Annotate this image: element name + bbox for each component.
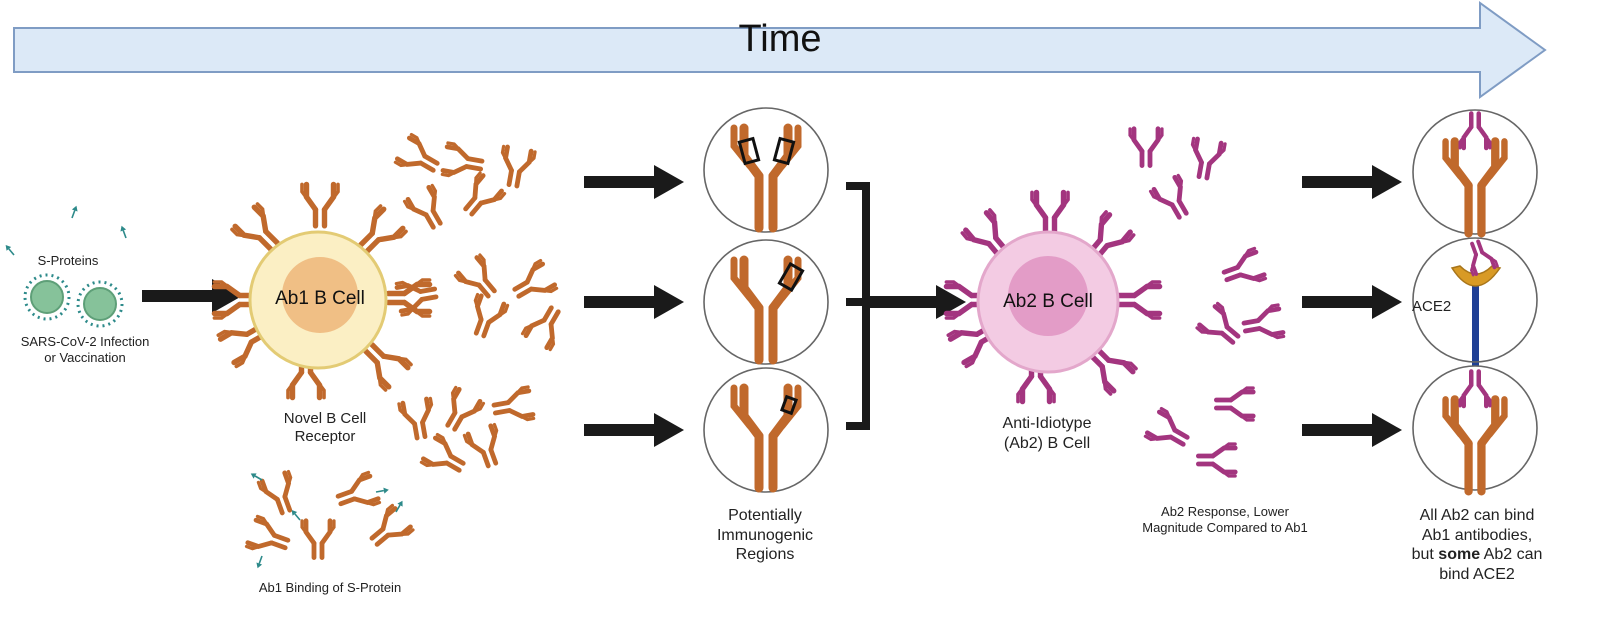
arrow-to-region-3 bbox=[584, 413, 684, 447]
receptor-label-line2: Receptor bbox=[294, 428, 356, 446]
s-proteins-label: S-Proteins bbox=[37, 253, 99, 268]
outcome-circle-3 bbox=[1412, 365, 1538, 491]
note-line3-bold: some bbox=[1438, 546, 1481, 564]
ab1-antibodies-free bbox=[395, 135, 568, 481]
anti-idiotype-label-line1: Anti-Idiotype bbox=[1002, 415, 1092, 432]
arrow-to-outcome-2 bbox=[1302, 285, 1402, 319]
time-label: Time bbox=[738, 18, 822, 60]
regions-label: Potentially Immunogenic Regions bbox=[690, 506, 840, 565]
note-line3-post: Ab2 can bbox=[1480, 546, 1543, 564]
regions-label-line2: Immunogenic bbox=[716, 526, 814, 544]
virus-icon bbox=[23, 273, 71, 321]
anti-idiotype-label-line2: (Ab2) B Cell bbox=[1003, 434, 1091, 452]
ab2-response-label: Ab2 Response, Lower Magnitude Compared t… bbox=[1100, 504, 1350, 536]
note-line4: bind ACE2 bbox=[1439, 565, 1515, 583]
ace2-stem bbox=[1472, 280, 1479, 368]
ab1-binding-label: Ab1 Binding of S-Protein bbox=[258, 580, 402, 595]
immunogenic-region-1 bbox=[703, 107, 829, 233]
ab2-antibodies-free bbox=[1130, 129, 1284, 476]
note-line3: but some Ab2 can bbox=[1392, 545, 1562, 565]
regions-label-line3: Regions bbox=[735, 546, 795, 564]
ab1-cell-label: Ab1 B Cell bbox=[275, 288, 365, 309]
ab2-cell-label: Ab2 B Cell bbox=[1003, 291, 1093, 312]
s-protein-icons bbox=[2, 203, 130, 258]
infection-label-line1: SARS-CoV-2 Infection bbox=[20, 334, 150, 349]
ab1-binding-s-protein-icons bbox=[246, 471, 413, 571]
ab2-binding-note: All Ab2 can bind Ab1 antibodies, but som… bbox=[1392, 506, 1562, 584]
note-line3-pre: but bbox=[1411, 546, 1439, 564]
virus-icon bbox=[76, 280, 124, 328]
immunogenic-region-3 bbox=[703, 367, 829, 493]
outcome-circle-2 bbox=[1412, 236, 1538, 363]
arrow-to-region-1 bbox=[584, 165, 684, 199]
bracket bbox=[846, 182, 870, 430]
arrow-to-outcome-1 bbox=[1302, 165, 1402, 199]
arrow-to-outcome-3 bbox=[1302, 413, 1402, 447]
time-arrow bbox=[13, 1, 1547, 99]
regions-label-line1: Potentially bbox=[728, 507, 802, 524]
note-line2: Ab1 antibodies, bbox=[1421, 526, 1533, 544]
ab1-b-cell bbox=[214, 184, 429, 397]
receptor-label: Novel B Cell Receptor bbox=[260, 410, 390, 447]
ace2-label: ACE2 bbox=[1412, 298, 1452, 315]
outcome-circle-1 bbox=[1412, 109, 1538, 234]
ab2-b-cell bbox=[946, 192, 1159, 401]
ab2-response-label-line1: Ab2 Response, Lower bbox=[1161, 504, 1289, 519]
immunogenic-region-2 bbox=[703, 239, 829, 365]
note-line1: All Ab2 can bind bbox=[1419, 507, 1535, 524]
arrow-to-region-2 bbox=[584, 285, 684, 319]
infection-label-line2: or Vaccination bbox=[44, 349, 126, 365]
receptor-label-line1: Novel B Cell bbox=[283, 410, 367, 427]
anti-idiotype-label: Anti-Idiotype (Ab2) B Cell bbox=[972, 414, 1122, 453]
ab2-response-label-line2: Magnitude Compared to Ab1 bbox=[1142, 519, 1308, 535]
infection-label: SARS-CoV-2 Infection or Vaccination bbox=[0, 334, 170, 366]
